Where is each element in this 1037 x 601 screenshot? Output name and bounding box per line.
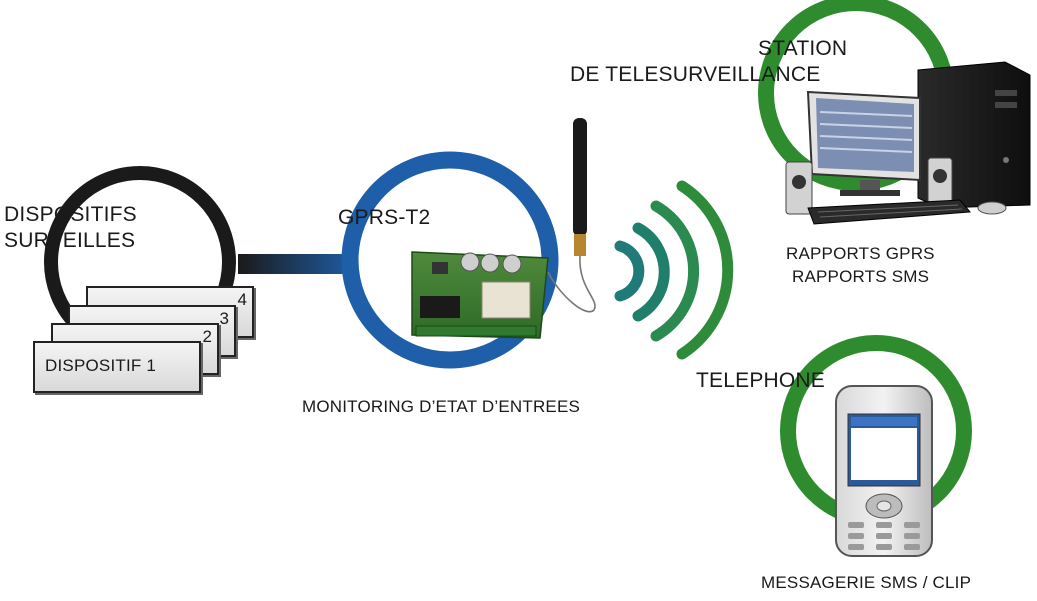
connector-bar (238, 254, 358, 274)
module-caption: MONITORING D’ETAT D’ENTREES (302, 397, 581, 416)
station-title-line1: STATION (758, 37, 848, 60)
device-card-1-label: DISPOSITIF 1 (45, 356, 157, 375)
signal-waves (614, 180, 734, 360)
computer-station (785, 61, 1031, 225)
device-card-2-number: 2 (202, 327, 212, 346)
module-title: GPRS-T2 (338, 206, 431, 229)
station-report-line2: RAPPORTS SMS (792, 267, 930, 286)
station-title-line2: DE TELESURVEILLANCE (570, 63, 821, 86)
device-card-4-number: 4 (237, 290, 247, 309)
phone-caption: MESSAGERIE SMS / CLIP (761, 573, 972, 592)
gprs-module-board (411, 251, 549, 339)
devices-title-line1: DISPOSITIFS (4, 203, 137, 226)
devices-title-line2: SURVEILLES (4, 229, 136, 252)
antenna (547, 118, 596, 313)
station-report-line1: RAPPORTS GPRS (786, 244, 935, 263)
device-card-3-number: 3 (219, 309, 229, 328)
mobile-phone (835, 385, 933, 557)
device-card-1: DISPOSITIF 1 (33, 341, 201, 393)
phone-title: TELEPHONE (696, 369, 825, 392)
